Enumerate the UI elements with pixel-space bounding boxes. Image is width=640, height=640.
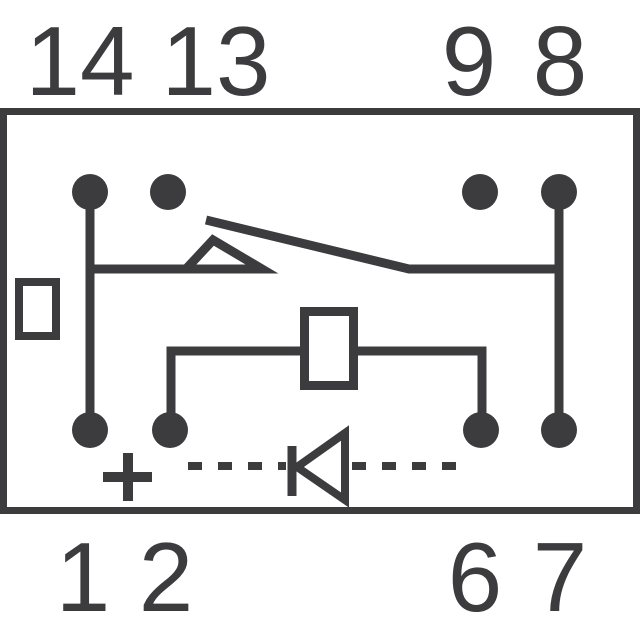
pin-label-9: 9 (442, 6, 497, 116)
contact-hinge-triangle-icon (175, 234, 279, 274)
pin-dot-2 (152, 412, 188, 448)
pin-label-6: 6 (448, 522, 503, 632)
wire-coil-left (166, 346, 300, 430)
pin-label-8: 8 (533, 6, 588, 116)
pin-dot-6 (463, 412, 499, 448)
coil-symbol-icon (300, 307, 358, 390)
pin-label-7: 7 (533, 522, 588, 632)
relay-outline-box (0, 108, 640, 514)
pin-label-2: 2 (139, 522, 194, 632)
diode-triangle (290, 425, 349, 508)
pin-dot-8 (541, 174, 577, 210)
pin-label-14: 14 (25, 6, 134, 116)
switch-blade (204, 215, 559, 274)
pin-label-13: 13 (161, 6, 270, 116)
diode-symbol-icon (287, 425, 349, 508)
pin-dot-7 (541, 412, 577, 448)
pin-labels-bottom: 1 2 6 7 (56, 522, 588, 632)
pin-labels-top: 14 13 9 8 (25, 6, 587, 116)
pin-dots (72, 174, 577, 448)
pin-dot-14 (72, 174, 108, 210)
plus-symbol (103, 453, 152, 501)
pin-label-1: 1 (56, 522, 111, 632)
indicator-rectangle (15, 278, 60, 340)
wire-coil-right (358, 346, 487, 430)
pin-dot-13 (150, 174, 186, 210)
pin-dot-9 (462, 174, 498, 210)
pin-dot-1 (72, 412, 108, 448)
